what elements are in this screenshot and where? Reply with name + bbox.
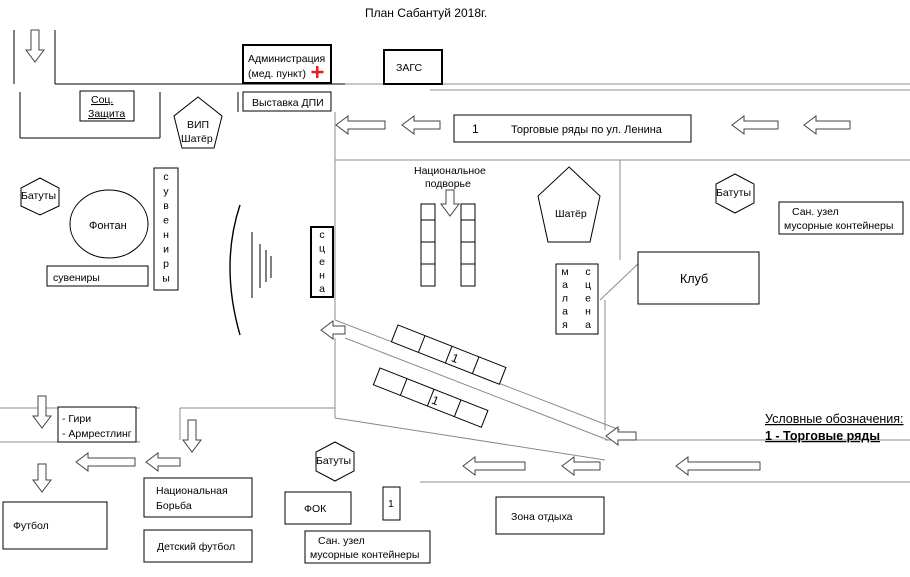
zone-trampolines-left[interactable]: Батуты	[20, 177, 60, 216]
svg-text:Футбол: Футбол	[13, 520, 49, 532]
svg-text:мусорные контейнеры: мусорные контейнеры	[310, 549, 419, 561]
zone-trampolines-bottom[interactable]: Батуты	[315, 441, 355, 482]
arrow-down-icon	[25, 29, 45, 63]
svg-text:Национальная: Национальная	[156, 485, 228, 497]
svg-text:Батуты: Батуты	[21, 190, 56, 202]
map-title: План Сабантуй 2018г.	[365, 6, 487, 20]
svg-text:Зона отдыха: Зона отдыха	[511, 511, 573, 523]
svg-text:подворье: подворье	[425, 178, 471, 190]
arrow-left-icon	[145, 452, 181, 472]
arrow-down-icon	[32, 395, 52, 429]
zone-vip-tent[interactable]: ВИП Шатёр	[173, 96, 223, 149]
svg-text:ФОК: ФОК	[304, 503, 327, 515]
svg-text:Соц.: Соц.	[91, 94, 113, 106]
svg-text:Борьба: Борьба	[156, 500, 192, 512]
zone-exhibition-dpi[interactable]: Выставка ДПИ	[242, 91, 332, 112]
svg-text:(мед. пункт): (мед. пункт)	[248, 68, 306, 80]
legend-item: 1 - Торговые ряды	[765, 429, 880, 443]
svg-text:1: 1	[388, 498, 394, 510]
arrow-left-icon	[401, 115, 441, 135]
svg-text:1: 1	[430, 393, 442, 409]
svg-text:Выставка ДПИ: Выставка ДПИ	[252, 97, 324, 109]
svg-text:Батуты: Батуты	[316, 455, 351, 467]
zone-club[interactable]: Клуб	[637, 251, 760, 305]
arrow-left-icon	[462, 456, 526, 476]
arrow-down-icon	[440, 189, 460, 217]
zone-sanitary-bottom[interactable]: Сан. узел мусорные контейнеры	[304, 530, 431, 564]
svg-text:Сан. узел: Сан. узел	[792, 206, 839, 218]
svg-text:ВИП: ВИП	[187, 119, 209, 131]
zone-administration[interactable]: Администрация (мед. пункт)	[242, 44, 332, 84]
zone-tent[interactable]: Шатёр	[537, 166, 601, 243]
zone-trade-rows-lenin[interactable]: 1 Торговые ряды по ул. Ленина	[453, 114, 692, 143]
svg-text:Защита: Защита	[88, 108, 125, 120]
arrow-left-icon	[605, 426, 637, 446]
svg-text:Детский футбол: Детский футбол	[157, 541, 235, 553]
svg-text:Шатёр: Шатёр	[181, 133, 213, 145]
zone-social-protection[interactable]: Соц. Защита	[79, 90, 135, 122]
arrow-left-icon	[335, 115, 386, 135]
arrow-left-icon	[320, 320, 346, 340]
legend: Условные обозначения: 1 - Торговые ряды	[765, 412, 904, 443]
zone-weights-armwrestling[interactable]: - Гири - Армрестлинг	[57, 406, 137, 443]
arrow-left-icon	[561, 456, 601, 476]
svg-text:Шатёр: Шатёр	[555, 208, 587, 220]
svg-text:Национальное: Национальное	[414, 165, 486, 177]
direction-arrows	[25, 29, 851, 493]
stage-sound-arcs	[229, 204, 272, 336]
zone-sanitary-right[interactable]: Сан. узел мусорные контейнеры	[778, 201, 904, 235]
zone-football[interactable]: Футбол	[2, 501, 108, 550]
zone-trampolines-right[interactable]: Батуты	[715, 173, 755, 214]
svg-text:- Армрестлинг: - Армрестлинг	[62, 428, 132, 440]
zone-fok[interactable]: ФОК	[284, 491, 352, 525]
svg-text:Сан. узел: Сан. узел	[318, 535, 365, 547]
arrow-down-icon	[32, 463, 52, 493]
arrow-left-icon	[75, 452, 136, 472]
svg-text:мусорные контейнеры: мусорные контейнеры	[784, 220, 893, 232]
svg-text:сувениры: сувениры	[53, 272, 100, 284]
trade-stalls-right	[460, 203, 476, 287]
svg-text:Торговые ряды по ул. Ленина: Торговые ряды по ул. Ленина	[511, 124, 663, 136]
zone-zags[interactable]: ЗАГС	[383, 49, 443, 85]
svg-text:Батуты: Батуты	[716, 187, 751, 199]
svg-text:1: 1	[472, 122, 479, 136]
svg-text:1: 1	[449, 351, 461, 367]
zone-fountain[interactable]: Фонтан	[69, 189, 149, 259]
zone-national-wrestling[interactable]: Национальная Борьба	[143, 477, 253, 518]
zone-national-yard[interactable]: Национальное подворье	[414, 165, 486, 287]
arrow-left-icon	[731, 115, 779, 135]
svg-text:Фонтан: Фонтан	[89, 220, 127, 232]
zone-souvenirs-horizontal[interactable]: сувениры	[46, 265, 149, 287]
trade-row-upper[interactable]: 1	[390, 324, 507, 385]
arrow-left-icon	[803, 115, 851, 135]
zone-rest-area[interactable]: Зона отдыха	[495, 496, 605, 535]
svg-text:Администрация: Администрация	[248, 53, 325, 65]
svg-text:- Гири: - Гири	[62, 413, 91, 425]
arrow-left-icon	[675, 456, 761, 476]
trade-row-lower[interactable]: 1	[372, 367, 489, 428]
zone-small-trade[interactable]: 1	[382, 486, 401, 521]
arrow-down-icon	[182, 419, 202, 453]
red-cross-icon	[311, 66, 324, 78]
svg-text:Клуб: Клуб	[680, 272, 708, 286]
trade-stalls-left	[420, 203, 436, 287]
svg-text:ЗАГС: ЗАГС	[396, 62, 423, 74]
legend-heading: Условные обозначения:	[765, 412, 904, 426]
zone-kids-football[interactable]: Детский футбол	[143, 529, 253, 563]
